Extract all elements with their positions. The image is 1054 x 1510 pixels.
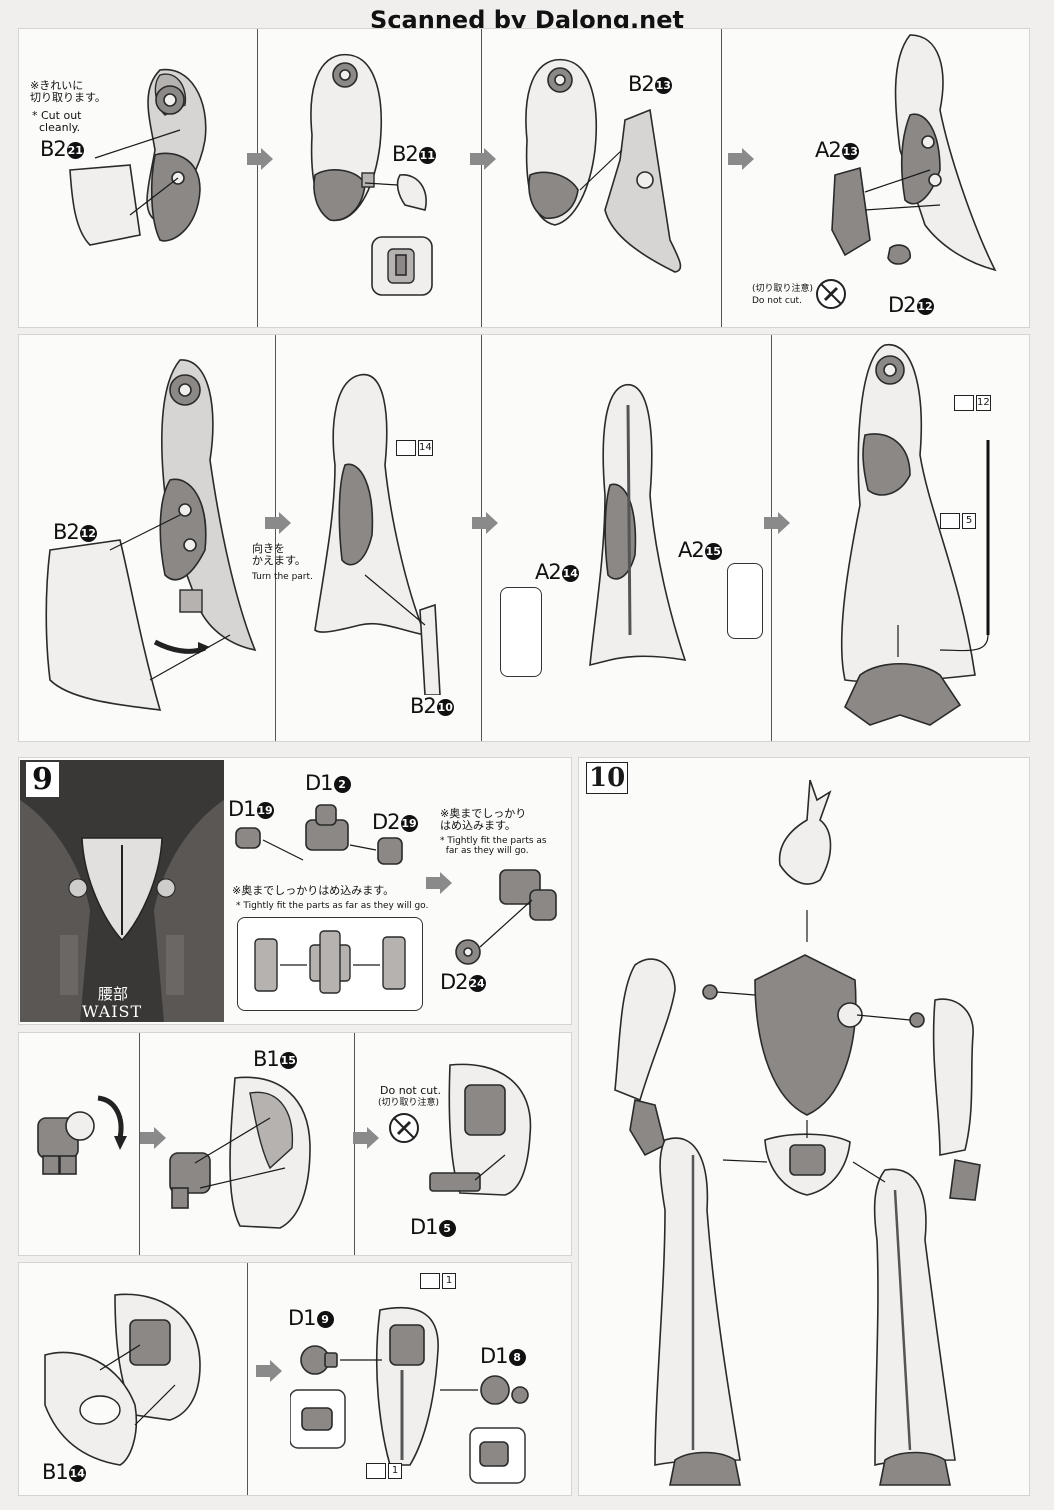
do-not-cut-note-jp: (切り取り注意): [752, 284, 814, 294]
step-number-10: 10: [586, 762, 629, 794]
no-cut-icon: [816, 279, 846, 309]
waist-frame-illustration: [169, 1076, 311, 1229]
divider: [247, 1263, 248, 1495]
step-arrow: [256, 1360, 282, 1382]
sticker-icon: [954, 395, 974, 411]
cut-clean-note-jp: ※きれいに 切り取ります。: [30, 79, 106, 104]
sticker-icon: [420, 1273, 440, 1289]
lower-leg-back-illustration: [314, 373, 441, 695]
tight-fit-detail-illustration: [254, 930, 406, 994]
waist-joint-parts-illustration: [235, 804, 403, 865]
step-arrow: [728, 148, 754, 170]
step-arrow: [426, 872, 452, 894]
waist-front-armor-illustration: [44, 1293, 201, 1466]
tight-fit-note-jp-1: ※奥までしっかり はめ込みます。: [440, 807, 527, 832]
sticker-ref-5: 5: [940, 513, 976, 529]
upper-leg-illustration: [69, 68, 207, 246]
step-arrow: [265, 512, 291, 534]
tight-fit-note-en-1: * Tightly fit the parts as far as they w…: [440, 836, 547, 856]
tight-fit-note-jp-2: ※奥までしっかりはめ込みます。: [232, 884, 395, 897]
turn-part-note-en: Turn the part.: [252, 572, 313, 582]
lower-leg-front-illustration: [589, 384, 687, 667]
divider: [139, 1033, 140, 1255]
sticker-icon: [940, 513, 960, 529]
sticker-ref-12: 12: [954, 395, 991, 411]
step-number-9: 9: [26, 762, 59, 797]
tight-fit-note-en-2: * Tightly fit the parts as far as they w…: [236, 901, 429, 911]
step-arrow: [140, 1127, 166, 1149]
step-arrow: [470, 148, 496, 170]
part-a2-14-detail: [500, 587, 542, 677]
upper-leg-illustration: [310, 53, 383, 222]
sticker-icon: [366, 1463, 386, 1479]
step9-title-en: WAIST: [82, 1002, 143, 1021]
step-arrow: [353, 1127, 379, 1149]
no-cut-icon: [389, 1113, 419, 1143]
sticker-ref-1b: 1: [366, 1463, 402, 1479]
completed-leg-illustration: [840, 344, 990, 726]
waist-joint-assembled-illustration: [455, 869, 557, 965]
part-b2-11-illustration: [364, 174, 433, 296]
sticker-icon: [396, 440, 416, 456]
step-arrow: [247, 148, 273, 170]
waist-joint-rotate-illustration: [37, 1095, 127, 1175]
divider: [275, 335, 276, 741]
waist-frame-assembled-illustration: [429, 1063, 532, 1196]
cut-clean-note-en: * Cut out cleanly.: [32, 109, 82, 134]
full-body-assembly-illustration: [614, 779, 981, 1486]
sticker-ref-14: 14: [396, 440, 433, 456]
divider: [481, 335, 482, 741]
do-not-cut-note-jp-2: (切り取り注意): [378, 1098, 440, 1108]
do-not-cut-note-en: Do not cut.: [752, 296, 802, 306]
lower-leg-illustration: [831, 34, 997, 272]
divider: [771, 335, 772, 741]
step-arrow: [764, 512, 790, 534]
step-arrow: [472, 512, 498, 534]
upper-leg-illustration: [525, 58, 682, 273]
turn-part-note-jp: 向きを かえます。: [252, 542, 306, 567]
waist-assembled-illustration: [290, 1306, 529, 1484]
divider: [721, 29, 722, 327]
sticker-ref-1a: 1: [420, 1273, 456, 1289]
divider: [481, 29, 482, 327]
step9-title-jp: 腰部: [98, 985, 129, 1003]
waist-preview-illustration: [20, 800, 224, 1022]
divider: [257, 29, 258, 327]
part-a2-15-detail: [727, 563, 763, 639]
do-not-cut-note-en-2: Do not cut.: [380, 1084, 442, 1097]
lower-leg-assembly-illustration: [45, 359, 257, 711]
